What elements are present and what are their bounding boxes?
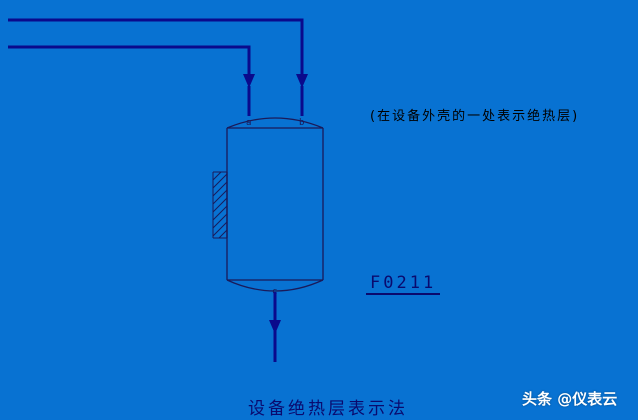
feed-pipe-a — [8, 45, 251, 84]
vessel-top-head — [226, 117, 324, 129]
equipment-tag-underline — [366, 293, 440, 295]
equipment-tag: F0211 — [370, 273, 437, 293]
nozzle-label-b: b — [299, 118, 304, 128]
arrow-down-c — [269, 320, 281, 334]
insulation-note: (在设备外壳的一处表示绝热层) — [370, 109, 580, 124]
vessel — [226, 117, 324, 292]
nozzle-label-a: a — [246, 118, 251, 128]
vessel-bottom-head — [226, 279, 324, 292]
figure-caption: 设备绝热层表示法 — [248, 399, 408, 419]
arrow-down-b — [296, 74, 308, 88]
insulation-hatch — [212, 171, 228, 239]
feed-pipe-b — [8, 18, 304, 84]
arrow-down-a — [243, 74, 255, 88]
watermark: 头条 @仪表云 — [522, 390, 618, 408]
